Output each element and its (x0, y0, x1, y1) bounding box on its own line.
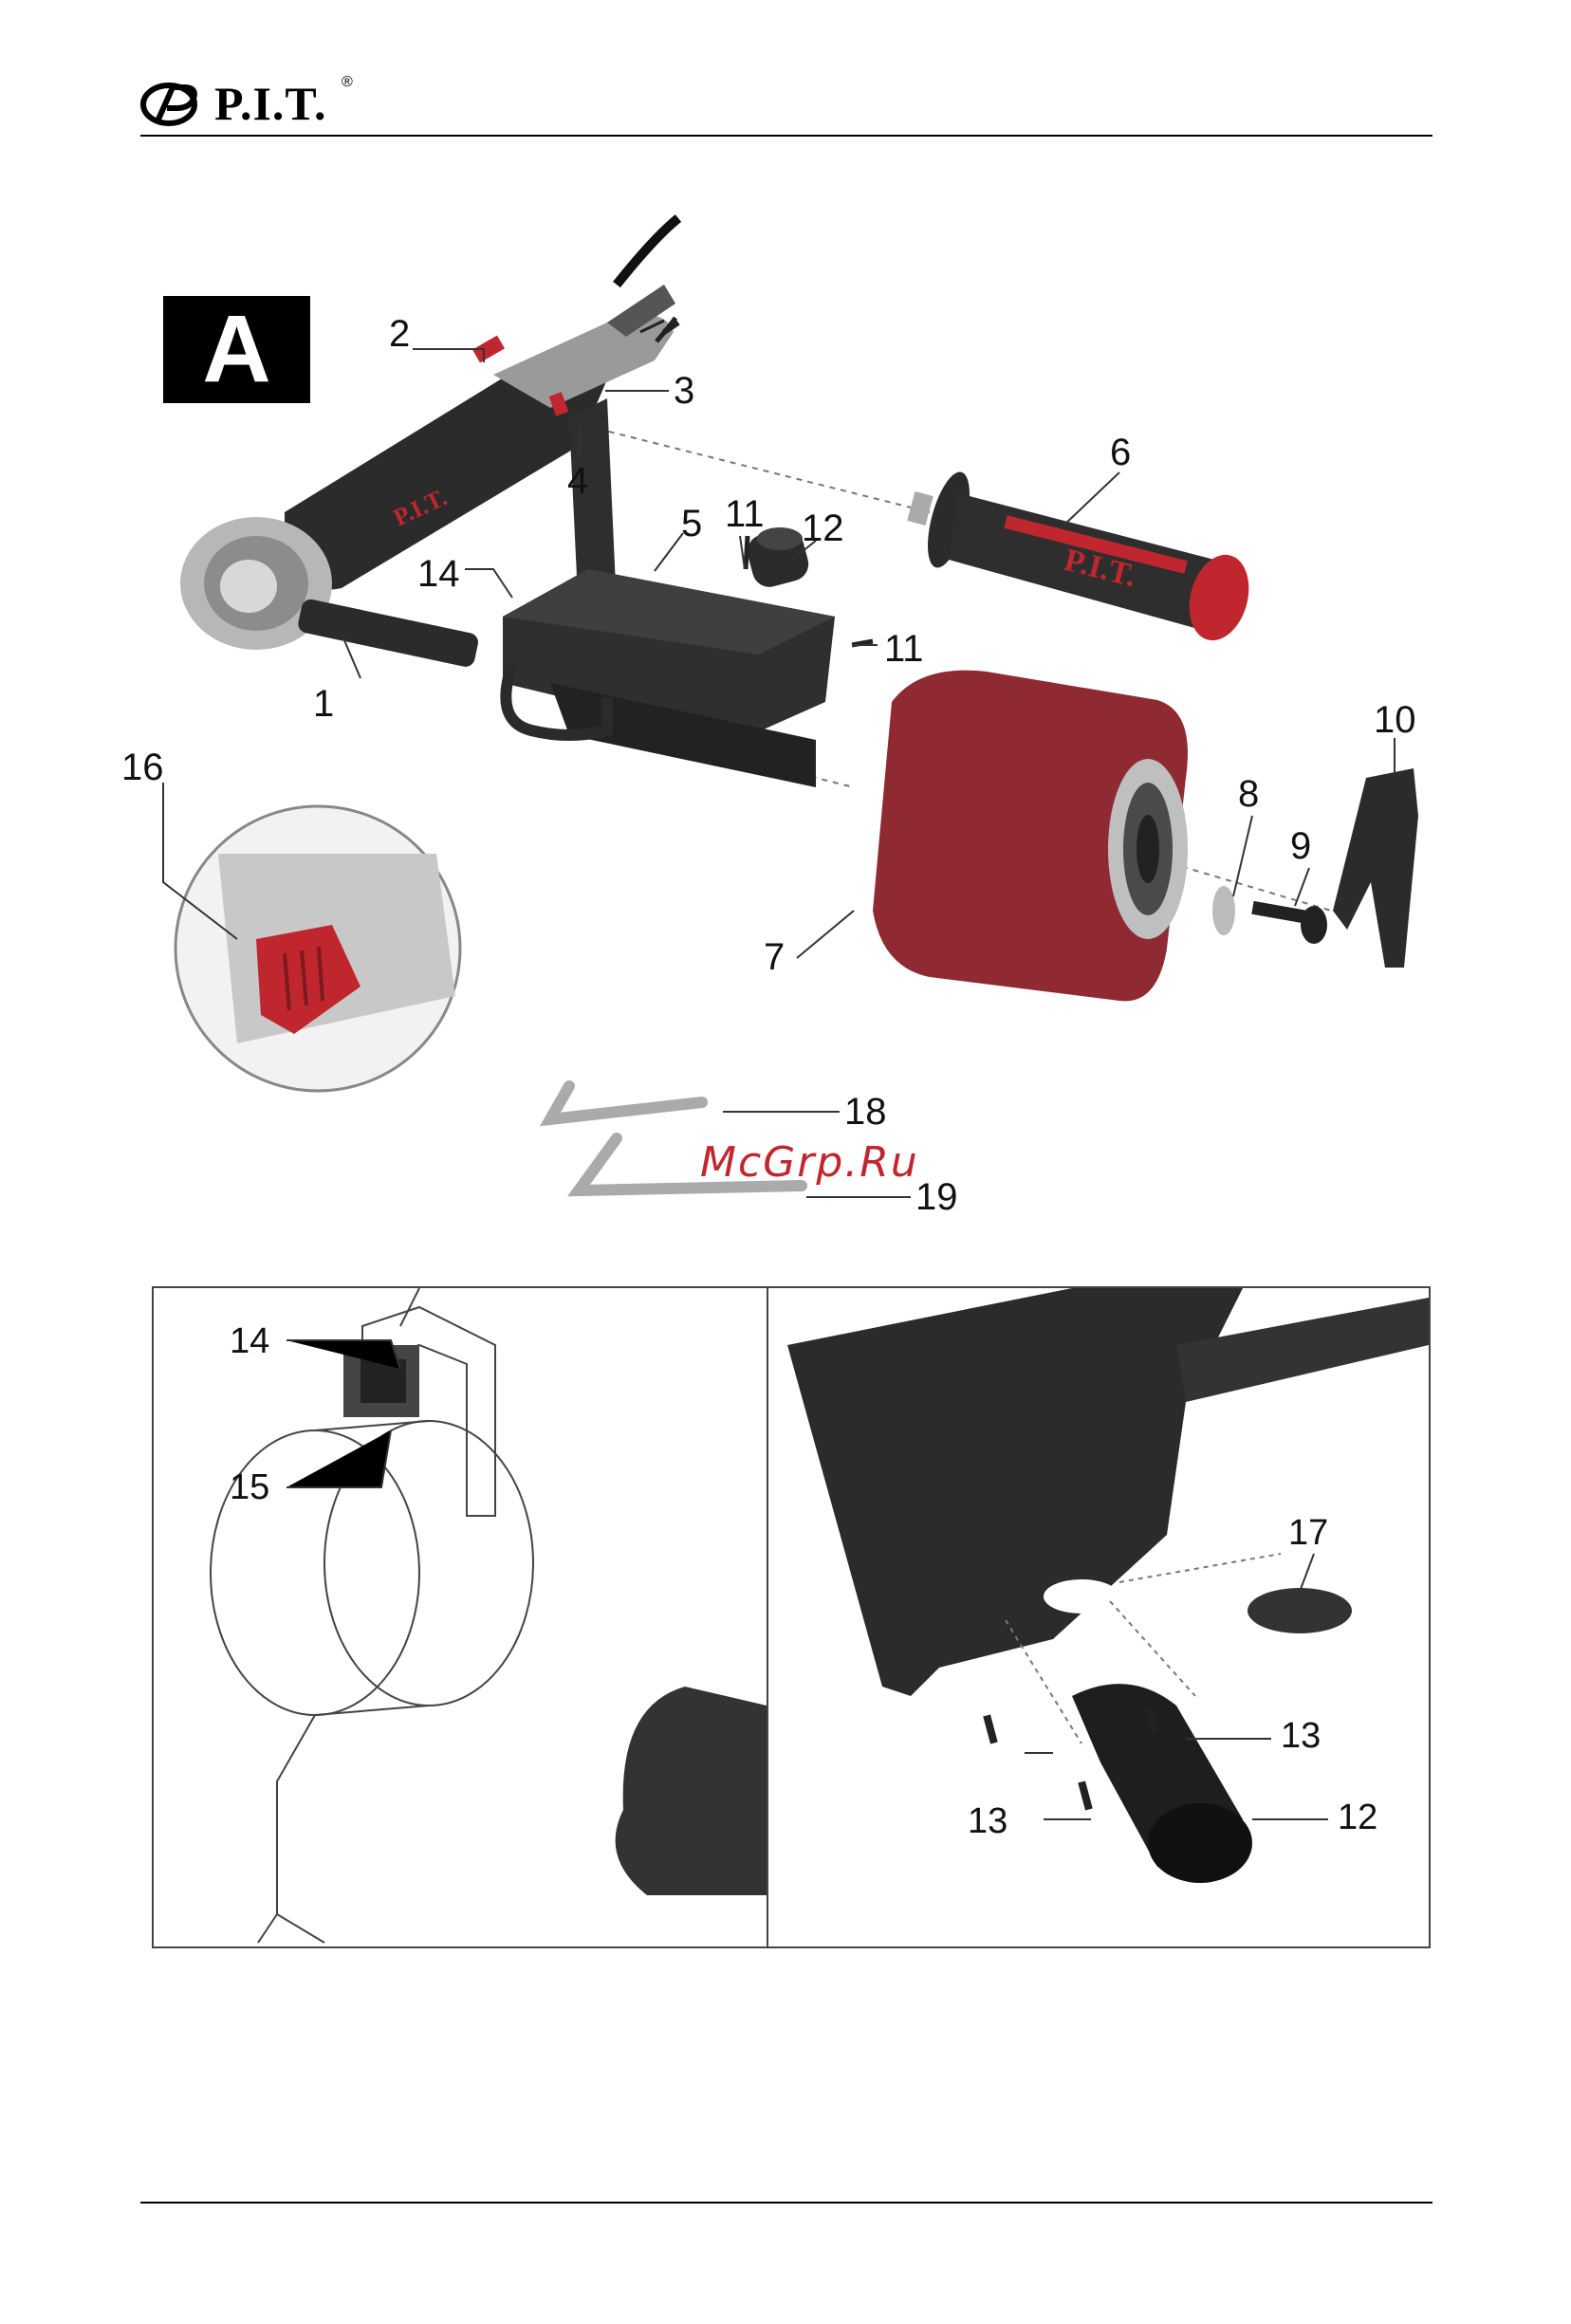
callout-14a: 14 (417, 553, 460, 595)
washer (1212, 886, 1235, 935)
callout-19: 19 (915, 1176, 958, 1218)
dust-nozzle (1072, 1684, 1252, 1883)
side-handle: P.I.T. (907, 468, 1258, 647)
callout-2: 2 (389, 313, 410, 355)
callout-5: 5 (681, 503, 702, 544)
callout-12b: 12 (1338, 1798, 1377, 1837)
clamp-detail-drawing: 14 15 (154, 1288, 767, 1946)
callout-6: 6 (1110, 432, 1131, 473)
callout-18: 18 (844, 1091, 887, 1133)
callout-1: 1 (313, 683, 334, 725)
callout-11a: 11 (725, 493, 765, 535)
end-plate (1333, 768, 1418, 968)
callout-17: 17 (1288, 1513, 1328, 1553)
detail-panel-right: 17 13 13 12 (767, 1286, 1431, 1948)
callout-3: 3 (674, 370, 694, 412)
callout-14b: 14 (230, 1321, 269, 1361)
callout-13b: 13 (968, 1801, 1007, 1841)
callout-16: 16 (121, 747, 164, 788)
callout-8: 8 (1238, 773, 1259, 815)
callout-13a: 13 (1281, 1716, 1321, 1756)
detail-panel-left: 14 15 (152, 1286, 768, 1948)
callout-7: 7 (764, 936, 785, 978)
callout-11b: 11 (884, 628, 924, 670)
callout-12a: 12 (802, 507, 844, 549)
sanding-drum (873, 671, 1188, 1002)
watermark: McGrp.Ru (700, 1138, 919, 1187)
callout-15: 15 (230, 1467, 269, 1507)
footer-rule (140, 2202, 1432, 2204)
nozzle-detail-drawing: 17 13 13 12 (768, 1288, 1429, 1946)
screw (1251, 901, 1327, 944)
switch-detail-inset (176, 806, 460, 1091)
callout-10: 10 (1374, 699, 1416, 741)
callout-4: 4 (567, 460, 588, 502)
callout-9: 9 (1290, 825, 1311, 867)
